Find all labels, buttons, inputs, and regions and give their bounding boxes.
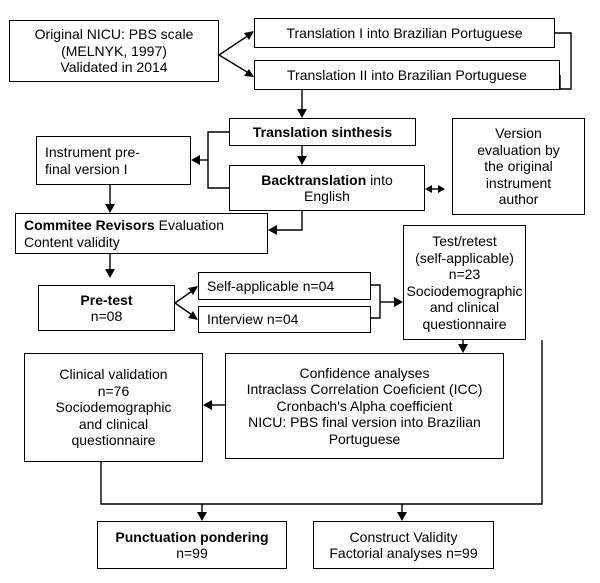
node-translation-1: Translation I into Brazilian Portuguese	[254, 18, 555, 48]
connector-translation1-synthesis	[301, 32, 572, 112]
node-text: author	[498, 191, 539, 208]
arrowhead	[203, 400, 212, 410]
node-text: Portuguese	[328, 430, 401, 447]
connector-backtranslation-committee	[275, 211, 303, 231]
node-text: Intraclass Correlation Coeficient (ICC)	[246, 381, 483, 398]
node-text: Factorial analyses n=99	[329, 545, 478, 561]
node-text-bold: Commitee Revisors	[24, 217, 155, 233]
node-text: Validated in 2014	[60, 59, 168, 76]
node-text: n=99	[176, 545, 208, 561]
arrowhead	[188, 286, 198, 295]
node-prefinal-version: Instrument pre- final version I	[36, 136, 191, 185]
node-text: n=08	[90, 308, 123, 324]
node-test-retest: Test/retest (self-applicable) n=23 Socio…	[403, 225, 526, 340]
node-text: NICU: PBS final version into Brazilian	[248, 414, 481, 431]
node-text-rest: into	[366, 171, 393, 188]
node-text: Translation II into Brazilian Portuguese	[287, 66, 527, 83]
node-text: Interview n=04	[207, 311, 299, 328]
node-text: instrument	[485, 174, 552, 191]
node-text: Clinical validation	[59, 366, 168, 383]
connector-original-translation1	[218, 32, 253, 56]
node-text: English	[304, 188, 350, 204]
node-text: Content validity	[24, 233, 120, 250]
arrowhead	[438, 185, 445, 193]
node-original-scale: Original NICU: PBS scale (MELNYK, 1997) …	[9, 20, 219, 82]
node-text: Translation sinthesis	[253, 124, 392, 141]
node-text: Sociodemographic	[406, 282, 523, 299]
connector-original-translation2	[218, 54, 253, 76]
node-text: evaluation by	[477, 141, 560, 158]
node-text: (self-applicable)	[415, 249, 514, 266]
node-text: Test/retest	[432, 233, 497, 249]
node-text: n=23	[448, 266, 481, 282]
node-text-rest: Evaluation	[154, 217, 224, 233]
node-text: Instrument pre-	[45, 144, 140, 160]
node-author-evaluation: Version evaluation by the original instr…	[452, 118, 585, 215]
arrowhead	[458, 344, 468, 353]
node-text: and clinical	[429, 299, 500, 315]
node-punctuation-pondering: Punctuation pondering n=99	[97, 521, 287, 569]
node-text: Self-applicable n=04	[207, 277, 335, 294]
arrowhead	[188, 311, 198, 320]
node-text: Commitee Revisors Evaluation	[24, 217, 224, 234]
arrowhead	[105, 204, 115, 213]
node-construct-validity: Construct Validity Factorial analyses n=…	[313, 521, 494, 569]
node-self-applicable: Self-applicable n=04	[198, 272, 371, 300]
node-text: questionnaire	[71, 432, 156, 449]
arrowhead	[244, 31, 254, 40]
node-clinical-validation: Clinical validation n=76 Sociodemographi…	[24, 353, 203, 462]
arrowhead	[244, 69, 254, 77]
node-pretest: Pre-test n=08	[38, 285, 175, 331]
node-confidence-analyses: Confidence analyses Intraclass Correlati…	[225, 353, 504, 459]
node-text-bold: Backtranslation	[261, 171, 367, 188]
node-text: Cronbach's Alpha coefficient	[276, 397, 453, 414]
node-committee-revisors: Commitee Revisors Evaluation Content val…	[15, 213, 268, 254]
connector-bottom-merge	[100, 340, 543, 505]
node-text: and clinical	[78, 415, 149, 432]
node-text: Pre-test	[80, 292, 132, 309]
node-text: Confidence analyses	[299, 364, 430, 381]
arrowhead	[197, 512, 207, 521]
node-text: Backtranslation into	[261, 172, 393, 189]
node-text: questionnaire	[422, 315, 507, 332]
arrowhead	[105, 269, 115, 278]
arrowhead	[397, 512, 407, 521]
node-text: Version	[495, 125, 542, 142]
arrowhead	[297, 156, 307, 165]
arrowhead	[191, 155, 200, 165]
node-text: n=76	[97, 382, 130, 399]
node-text-bold: Translation sinthesis	[252, 123, 393, 140]
arrowhead	[297, 109, 307, 118]
node-translation-synthesis: Translation sinthesis	[229, 118, 416, 146]
node-text: the original	[484, 158, 553, 175]
node-text: Original NICU: PBS scale	[34, 26, 194, 43]
node-text: (MELNYK, 1997)	[61, 42, 167, 59]
connector-synthesis-prefinal	[207, 131, 229, 189]
node-interview: Interview n=04	[198, 306, 371, 333]
node-text: final version I	[45, 160, 128, 177]
node-text-bold: Punctuation pondering	[115, 528, 269, 545]
node-text: Construct Validity	[349, 528, 458, 545]
node-text: Translation I into Brazilian Portuguese	[286, 24, 523, 41]
node-text: Sociodemographic	[55, 399, 172, 416]
node-backtranslation: Backtranslation into English	[229, 165, 425, 211]
node-text-bold: Pre-test	[80, 291, 133, 308]
node-text: Punctuation pondering	[115, 529, 268, 546]
node-translation-2: Translation II into Brazilian Portuguese	[254, 60, 560, 90]
arrowhead	[268, 225, 277, 235]
arrowhead	[425, 185, 432, 193]
connector-pretest-merge	[371, 284, 381, 319]
arrowhead	[394, 297, 403, 307]
